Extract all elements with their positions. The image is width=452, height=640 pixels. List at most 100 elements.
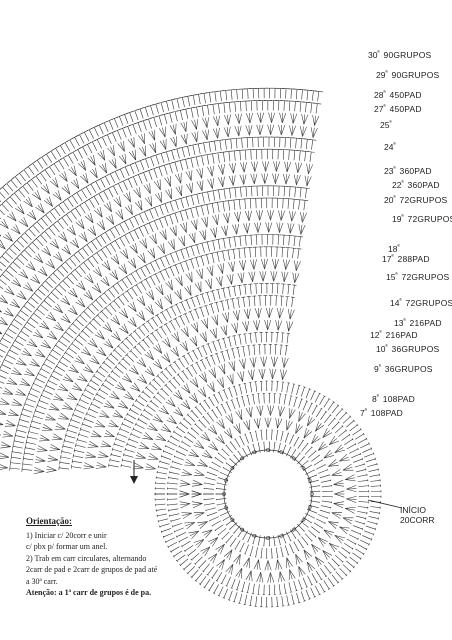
group-stitch: [229, 274, 232, 285]
stitch-post: [163, 532, 173, 538]
stitch-top: [173, 360, 176, 364]
group-stitch: [138, 447, 149, 450]
group-stitch: [235, 224, 237, 235]
stitch-post: [114, 349, 122, 357]
stitch-post: [217, 339, 222, 350]
group-stitch: [21, 378, 31, 386]
stitch-top: [102, 360, 106, 365]
group-stitch: [298, 566, 306, 575]
group-stitch: [181, 387, 191, 394]
group-stitch: [225, 225, 228, 236]
group-stitch: [115, 409, 124, 418]
stitch-top: [29, 385, 33, 391]
group-stitch: [87, 228, 97, 236]
group-stitch: [226, 549, 233, 559]
stitch-post: [92, 141, 98, 151]
stitch-top: [220, 188, 228, 190]
row-number: 23: [384, 166, 394, 176]
stitch-top: [318, 392, 321, 395]
group-stitch: [216, 379, 224, 388]
group-stitch: [276, 161, 281, 172]
stitch-post: [48, 227, 56, 236]
group-stitch: [78, 282, 86, 291]
stitch-top: [62, 443, 64, 449]
stitch-top: [212, 592, 216, 595]
group-stitch: [202, 332, 207, 343]
stitch-post: [9, 247, 17, 256]
group-stitch: [223, 213, 229, 224]
stitch-post: [161, 455, 172, 460]
group-stitch: [306, 163, 309, 174]
stitch-top: [188, 245, 194, 248]
stitch-post: [187, 549, 197, 556]
group-stitch: [125, 393, 134, 401]
stitch-post: [180, 262, 185, 273]
stitch-post: [244, 284, 247, 295]
stitch-top: [179, 564, 182, 567]
stitch-post: [163, 450, 173, 456]
group-stitch: [30, 278, 41, 284]
group-stitch: [63, 231, 68, 242]
direction-arrows: [130, 460, 403, 509]
group-stitch: [7, 380, 18, 385]
stitch-post: [355, 469, 366, 473]
group-stitch: [345, 477, 356, 480]
stitch-post: [52, 272, 61, 281]
stitch-post: [20, 236, 28, 244]
stitch-post: [142, 120, 147, 131]
stitch-post: [183, 355, 190, 365]
group-stitch: [146, 184, 151, 194]
stitch-round: [179, 405, 357, 583]
stitch-post: [207, 512, 218, 516]
stitch-post: [203, 416, 210, 425]
stitch-post: [240, 187, 242, 198]
group-stitch: [248, 210, 250, 221]
stitch-post: [206, 154, 210, 165]
stitch-post: [249, 198, 252, 209]
group-stitch: [123, 263, 128, 274]
group-stitch: [307, 562, 310, 573]
stitch-top: [120, 340, 124, 344]
group-stitch: [283, 271, 286, 282]
stitch-post: [158, 166, 163, 177]
stitch-post: [228, 200, 231, 211]
group-stitch: [315, 556, 325, 563]
stitch-post: [293, 452, 301, 462]
group-stitch: [110, 257, 120, 265]
stitch-post: [180, 422, 189, 430]
group-stitch: [103, 343, 114, 349]
stitch-top: [16, 333, 20, 339]
group-stitch: [133, 465, 144, 469]
group-stitch: [7, 231, 13, 242]
row-ordinal: ª: [385, 344, 388, 351]
stitch-top: [134, 398, 138, 402]
group-stitch: [229, 374, 234, 385]
group-stitch: [58, 235, 68, 242]
group-stitch: [212, 265, 214, 277]
group-stitch: [210, 553, 218, 562]
group-stitch: [144, 370, 155, 377]
stitch-post: [309, 151, 312, 162]
group-stitch: [149, 183, 151, 194]
group-stitch: [18, 273, 29, 279]
row-number: 10: [376, 344, 386, 354]
group-stitch: [217, 264, 223, 274]
stitch-post: [286, 595, 289, 606]
row-number: 29: [376, 70, 386, 80]
group-stitch: [201, 373, 207, 383]
stitch-post: [72, 151, 79, 161]
group-stitch: [85, 456, 96, 459]
group-stitch: [209, 266, 213, 277]
group-stitch: [5, 422, 16, 427]
group-stitch: [60, 233, 68, 242]
stitch-top: [9, 465, 11, 471]
stitch-top: [145, 319, 150, 323]
stitch-post: [179, 211, 184, 221]
group-stitch: [314, 115, 320, 126]
group-stitch: [87, 342, 98, 348]
stitch-top: [315, 536, 317, 538]
stitch-post: [65, 261, 73, 270]
stitch-post: [71, 343, 80, 350]
stitch-post: [201, 192, 205, 203]
group-stitch: [300, 224, 306, 235]
